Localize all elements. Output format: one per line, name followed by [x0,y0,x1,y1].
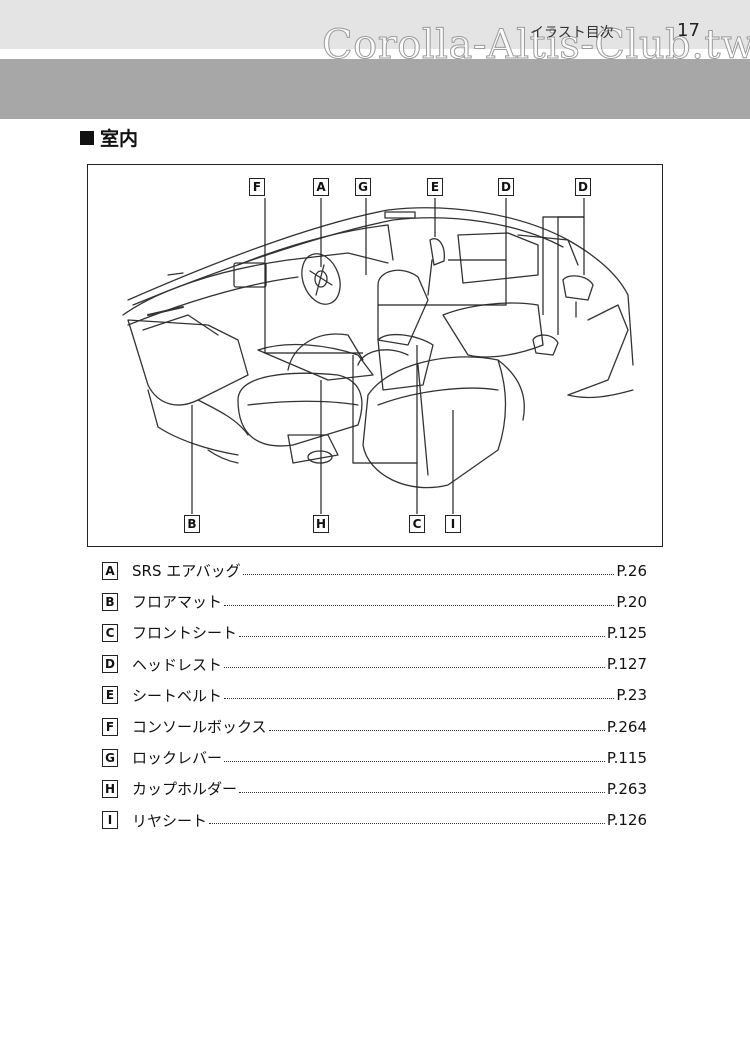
header-band [0,59,750,119]
legend-key: B [102,592,118,611]
legend-key: E [102,686,118,705]
callout-label-e: E [427,178,443,196]
page-number: 17 [677,20,700,41]
legend-page-ref[interactable]: P.20 [616,592,647,611]
legend-item-airbag[interactable]: A SRS エアバッグ P.26 [102,555,647,586]
breadcrumb[interactable]: イラスト目次 [530,25,614,41]
callout-label-a: A [313,178,329,196]
leader-dots [268,719,605,731]
leader-dots [224,656,605,669]
legend-name: フロントシート [132,624,238,643]
legend-key: D [102,655,118,674]
legend-page-ref[interactable]: P.127 [606,655,647,674]
legend-name: リヤシート [132,811,208,830]
legend-item-rear-seat[interactable]: I リヤシート P.126 [102,805,647,836]
legend-name: シートベルト [132,686,223,705]
legend-item-headrest[interactable]: D ヘッドレスト P.127 [102,649,647,680]
callout-label-i: I [445,515,461,533]
legend-page-ref[interactable]: P.126 [606,811,647,830]
leader-dots [239,781,605,793]
legend-page-ref[interactable]: P.125 [606,623,647,642]
top-strip [0,0,750,49]
section-heading: 室内 [80,124,138,151]
leader-dots [242,563,615,575]
callout-label-g: G [355,178,371,196]
callout-label-b: B [184,515,200,533]
square-bullet-icon [80,130,94,145]
legend-page-ref[interactable]: P.23 [616,686,647,705]
legend-name: コンソールボックス [132,718,267,737]
section-title: 室内 [100,128,139,150]
legend-page-ref[interactable]: P.26 [616,561,647,580]
leader-dots [224,687,615,700]
legend-key: G [102,748,118,767]
legend-item-console-box[interactable]: F コンソールボックス P.264 [102,711,647,742]
legend-page-ref[interactable]: P.263 [606,779,647,798]
legend-key: C [102,623,118,642]
legend-page-ref[interactable]: P.115 [606,748,647,767]
legend-name: ヘッドレスト [132,655,223,674]
legend-name: フロアマット [132,593,223,612]
legend-item-front-seat[interactable]: C フロントシート P.125 [102,617,647,648]
callout-label-d2: D [575,178,591,196]
legend-page-ref[interactable]: P.264 [606,717,647,736]
legend-key: F [102,717,118,736]
leader-dots [224,750,605,762]
callout-label-c: C [409,515,425,533]
car-interior-drawing [122,198,634,514]
legend-key: H [102,779,118,798]
leader-dots [239,625,605,637]
watermark: Corolla-Altis-Club.tw [322,22,750,69]
legend-key: I [102,811,118,830]
legend-name: ロックレバー [132,749,223,768]
legend-name: カップホルダー [132,780,238,799]
legend-name: SRS エアバッグ [132,562,241,581]
leader-dots [209,812,605,825]
callout-label-f: F [249,178,265,196]
legend-list: A SRS エアバッグ P.26 B フロアマット P.20 C フロントシート… [102,555,647,836]
legend-key: A [102,561,118,580]
leader-dots [224,594,615,606]
top-divider [0,49,750,59]
callout-label-d1: D [498,178,514,196]
legend-item-seat-belt[interactable]: E シートベルト P.23 [102,680,647,711]
callout-label-h: H [313,515,329,533]
interior-illustration: F A G E D D B H C I [87,164,663,547]
legend-item-floor-mat[interactable]: B フロアマット P.20 [102,586,647,617]
legend-item-cup-holder[interactable]: H カップホルダー P.263 [102,773,647,804]
legend-item-lock-lever[interactable]: G ロックレバー P.115 [102,742,647,773]
